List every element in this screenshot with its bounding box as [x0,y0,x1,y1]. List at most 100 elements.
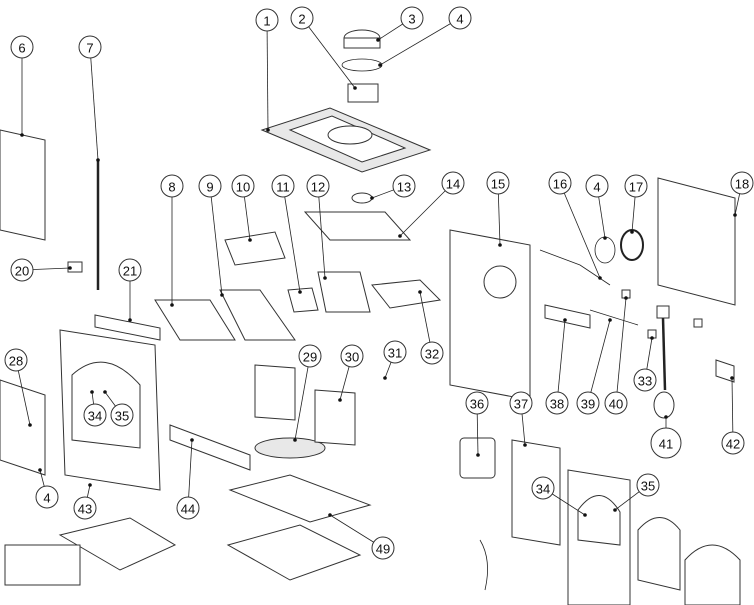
callout-11[interactable]: 11 [271,174,295,198]
callout-4[interactable]: 4 [448,6,472,30]
part-ashpan-frame[interactable] [226,524,362,581]
callout-49[interactable]: 49 [371,536,395,560]
callout-16[interactable]: 16 [548,171,572,195]
part-grate-oval[interactable] [254,437,326,459]
callout-1[interactable]: 1 [255,8,279,32]
callout-circle [110,403,134,427]
part-bracket-10[interactable] [224,231,286,266]
part-glass-frame[interactable] [684,544,741,605]
part-door-left[interactable] [0,379,46,476]
callout-29[interactable]: 29 [298,344,322,368]
part-baffle-9[interactable] [219,289,296,341]
callout-label: 38 [550,397,564,412]
callout-13[interactable]: 13 [392,174,416,198]
part-plate-30[interactable] [314,389,356,446]
callout-circle [35,485,59,509]
callout-label: 12 [311,180,325,195]
part-gasket-17[interactable] [620,229,644,261]
part-handle-bracket[interactable] [656,305,670,319]
leader-line-14 [399,182,454,237]
part-log-retainer[interactable] [169,424,251,471]
callout-label: 18 [735,177,749,192]
callout-17[interactable]: 17 [624,174,648,198]
part-pin-33b[interactable] [693,318,703,328]
part-rod-39[interactable] [589,309,639,326]
callout-41[interactable]: 41 [650,427,682,459]
callout-9[interactable]: 9 [198,174,222,198]
callout-14[interactable]: 14 [441,171,465,195]
part-clip-20[interactable] [67,261,83,273]
part-ash-pan[interactable] [58,517,177,571]
callout-44[interactable]: 44 [176,496,200,520]
part-back-panel[interactable] [449,229,531,401]
part-strip-21[interactable] [94,314,161,341]
callout-7[interactable]: 7 [78,35,102,59]
callout-label: 40 [609,397,623,412]
leader-dot [583,513,587,517]
callout-4[interactable]: 4 [35,485,59,509]
callout-39[interactable]: 39 [576,391,600,415]
callout-40[interactable]: 40 [604,391,628,415]
leader-line-2 [301,17,356,89]
part-rope-16[interactable] [539,249,611,286]
callout-38[interactable]: 38 [545,391,569,415]
callout-15[interactable]: 15 [486,171,510,195]
callout-36[interactable]: 36 [465,391,489,415]
callout-6[interactable]: 6 [10,35,34,59]
callout-circle [486,171,510,195]
part-side-panel-18[interactable] [657,177,736,306]
callout-circle [585,174,609,198]
part-handle-knob-41[interactable] [653,391,675,419]
parts [0,29,741,605]
callout-label: 32 [425,347,439,362]
callout-43[interactable]: 43 [73,496,97,520]
callout-21[interactable]: 21 [118,258,142,282]
callout-label: 39 [581,397,595,412]
part-glass-right[interactable] [637,517,681,591]
callout-33[interactable]: 33 [633,368,657,392]
callout-label: 44 [181,502,195,517]
callout-34[interactable]: 34 [531,476,555,500]
part-plate-29[interactable] [254,364,296,421]
callout-10[interactable]: 10 [231,174,255,198]
callout-2[interactable]: 2 [290,6,314,30]
part-plate-42[interactable] [715,359,735,383]
part-back-panel-opening [483,265,517,299]
callout-18[interactable]: 18 [730,171,754,195]
part-gasket-4b[interactable] [594,236,616,264]
part-knob-13[interactable] [351,192,373,204]
callout-3[interactable]: 3 [400,6,424,30]
callout-34[interactable]: 34 [83,403,107,427]
part-handle-rod[interactable] [661,317,667,391]
part-bracket-38[interactable] [544,304,591,329]
callout-12[interactable]: 12 [306,174,330,198]
callout-30[interactable]: 30 [340,344,364,368]
leader-dot [298,290,302,294]
part-baffle-8[interactable] [154,299,236,341]
callout-8[interactable]: 8 [160,174,184,198]
part-gasket[interactable] [341,58,383,72]
callout-31[interactable]: 31 [383,340,407,364]
part-plate-11[interactable] [287,287,319,313]
callout-circle [255,8,279,32]
part-flue-collar[interactable] [347,83,379,103]
leader-dot [338,398,342,402]
part-handle-hook[interactable] [479,539,488,591]
callout-32[interactable]: 32 [420,341,444,365]
callout-35[interactable]: 35 [636,473,660,497]
callout-35[interactable]: 35 [110,403,134,427]
part-side-panel[interactable] [0,129,46,241]
leader-line-40 [615,297,627,404]
part-grate-12[interactable] [317,271,371,313]
callout-42[interactable]: 42 [721,431,745,455]
part-base-plate[interactable] [228,474,372,523]
part-tray-left[interactable] [4,544,81,586]
part-bracket-32[interactable] [371,279,442,309]
callout-28[interactable]: 28 [4,348,28,372]
callout-20[interactable]: 20 [10,258,34,282]
callout-4[interactable]: 4 [585,174,609,198]
callout-circle [441,171,465,195]
callout-37[interactable]: 37 [509,391,533,415]
leader-dot [220,293,224,297]
